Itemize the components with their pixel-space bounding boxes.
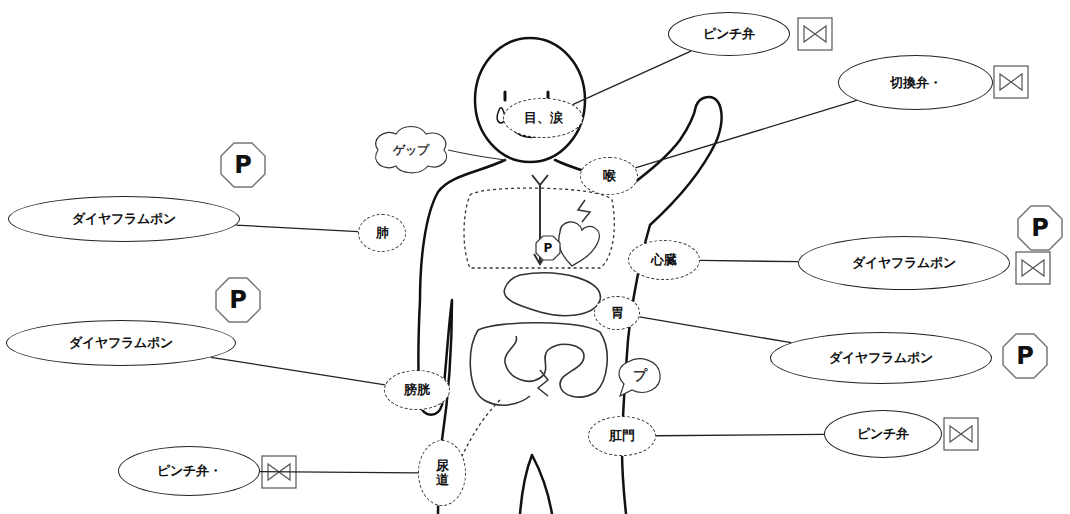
node-label: ダイヤフラムポン xyxy=(829,350,933,366)
device-ellipse: ダイヤフラムポン xyxy=(8,196,240,242)
node-label: ピンチ弁・ xyxy=(157,463,222,479)
body-part-ellipse: 肺 xyxy=(358,214,406,252)
leader-line xyxy=(236,225,358,232)
node-label: ダイヤフラムポン xyxy=(852,255,956,271)
device-ellipse: ピンチ弁 xyxy=(668,12,790,56)
pump-symbol: P xyxy=(544,242,553,254)
pump-symbol: P xyxy=(1031,216,1049,240)
pump-symbol: P xyxy=(1016,344,1034,368)
node-label: 尿道 xyxy=(436,459,449,488)
node-label: 膀胱 xyxy=(404,382,430,398)
body-part-ellipse: 肛門 xyxy=(588,416,656,456)
leader-line xyxy=(639,317,791,343)
leader-line xyxy=(573,51,691,104)
device-ellipse: ピンチ弁 xyxy=(824,410,942,458)
node-label: ダイヤフラムポン xyxy=(72,211,176,227)
body-part-ellipse: 膀胱 xyxy=(384,370,450,410)
speech-text: ゲップ xyxy=(393,144,429,156)
leader-line xyxy=(700,260,798,261)
leader-line xyxy=(656,434,824,435)
device-ellipse: ダイヤフラムポン xyxy=(798,236,1010,290)
node-label: 胃 xyxy=(611,305,624,321)
node-label: 肛門 xyxy=(609,428,635,444)
body-part-ellipse: 喉 xyxy=(580,157,638,195)
pump-symbol: P xyxy=(229,288,247,312)
body-part-ellipse: 目、涙 xyxy=(503,98,583,138)
body-part-ellipse: 尿道 xyxy=(418,440,466,506)
body-part-ellipse: 胃 xyxy=(594,296,640,330)
speech-text: プ xyxy=(633,368,647,382)
leader-line xyxy=(635,100,856,168)
device-ellipse: ダイヤフラムポン xyxy=(6,320,236,366)
node-label: 喉 xyxy=(603,168,616,184)
node-label: 目、涙 xyxy=(524,110,563,126)
node-label: ピンチ弁 xyxy=(703,26,755,42)
device-ellipse: ピンチ弁・ xyxy=(118,446,260,496)
leader-line xyxy=(260,472,418,473)
device-ellipse: 切換弁・ xyxy=(838,55,993,110)
device-ellipse: ダイヤフラムポン xyxy=(770,332,992,384)
node-label: 肺 xyxy=(376,225,389,241)
pump-symbol: P xyxy=(234,153,252,177)
body-part-ellipse: 心臓 xyxy=(628,240,700,280)
node-label: ピンチ弁 xyxy=(857,426,909,442)
node-label: 心臓 xyxy=(651,252,677,268)
leader-line xyxy=(211,357,385,385)
node-label: ダイヤフラムポン xyxy=(69,335,173,351)
node-label: 切換弁・ xyxy=(890,75,942,91)
